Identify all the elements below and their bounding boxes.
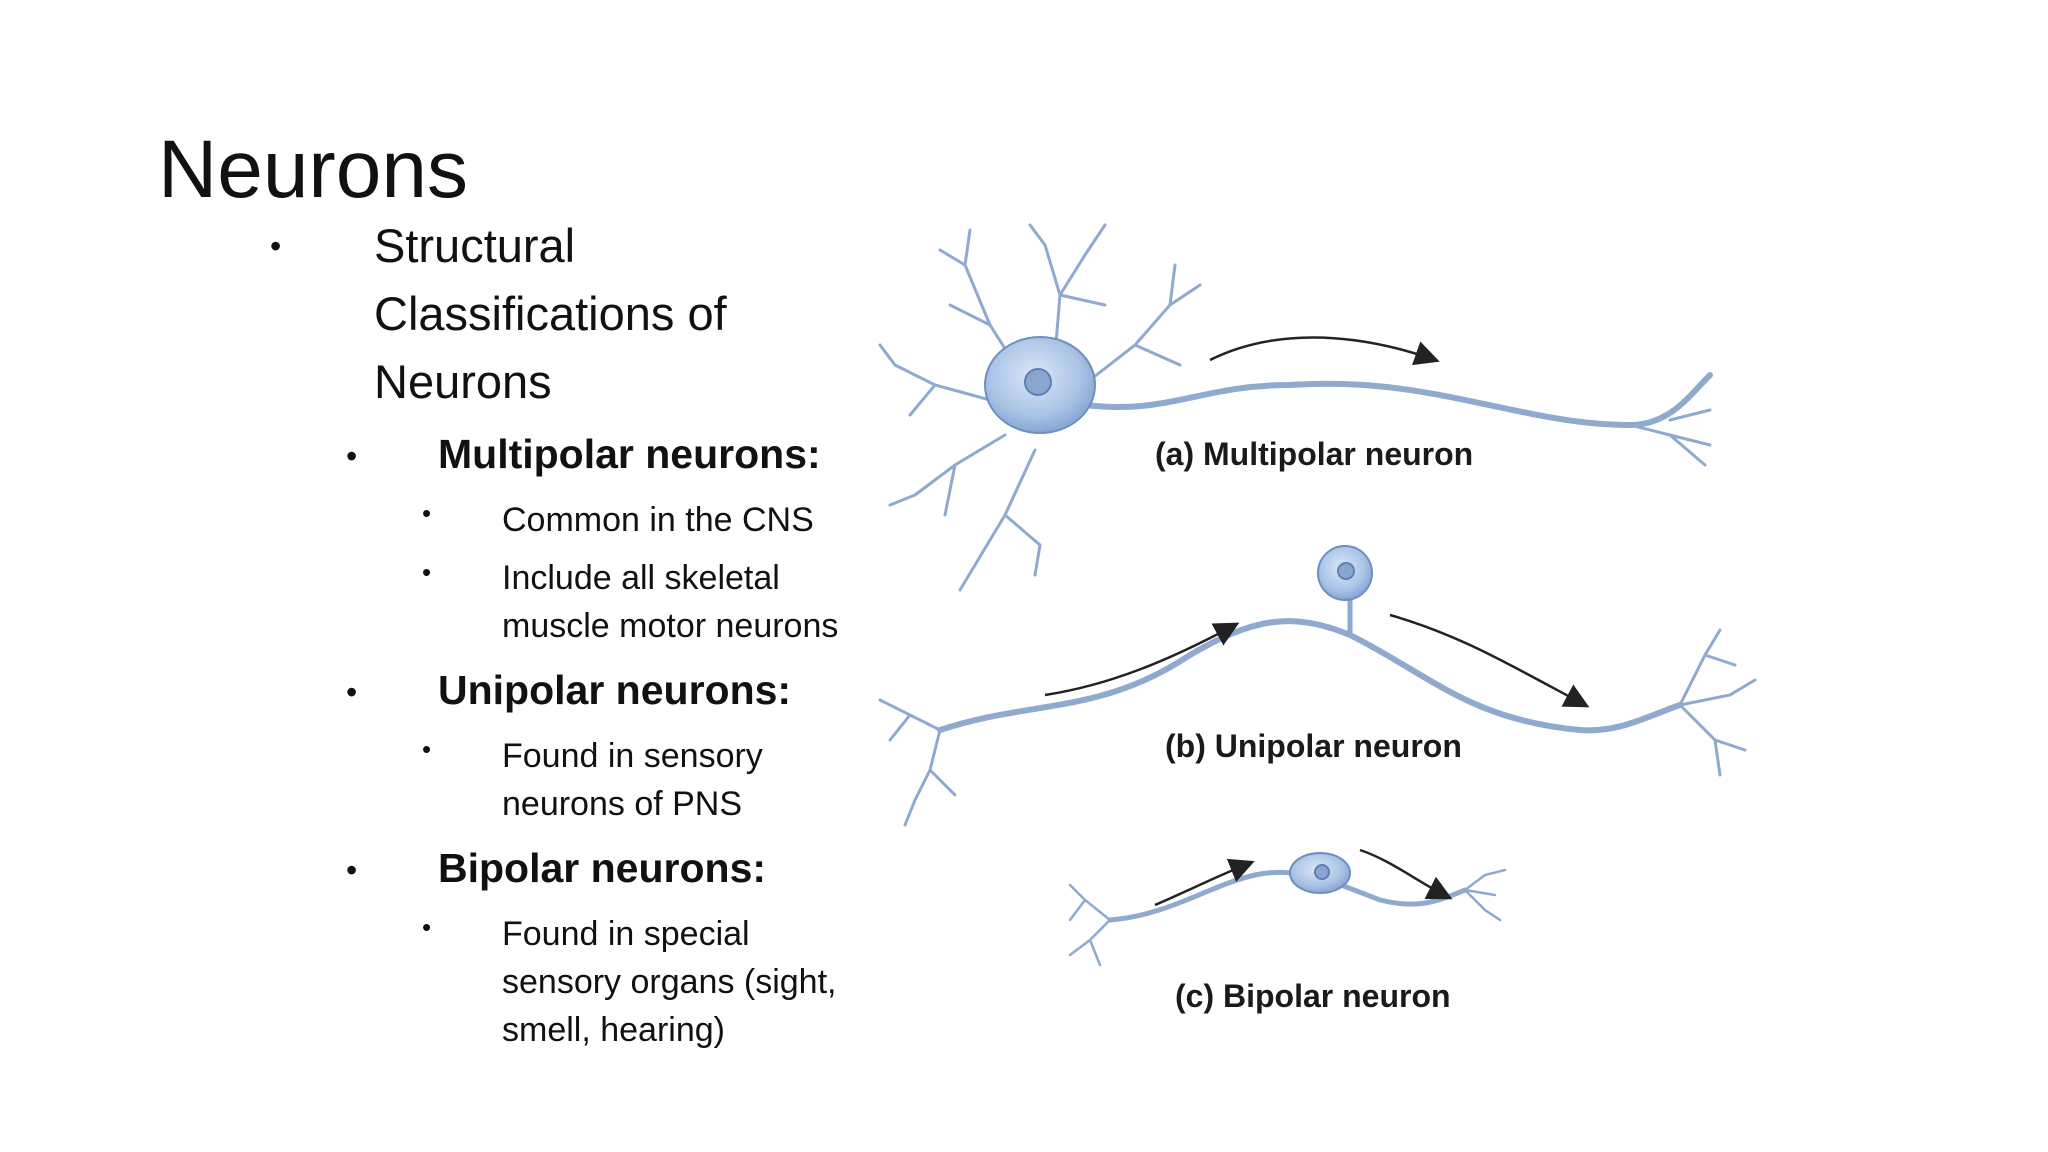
signal-arrow [1209, 336, 1440, 366]
group-label-bipolar: Bipolar neurons: [438, 845, 767, 891]
list-item-line: Include all skeletal [502, 559, 780, 597]
list-item-line: Common in the CNS [502, 501, 814, 539]
signal-arrow [1359, 848, 1453, 900]
group-label-unipolar: Unipolar neurons: [438, 667, 792, 713]
bipolar-neuron-illustration [1068, 852, 1507, 967]
caption-multipolar: (a) Multipolar neuron [1155, 436, 1473, 472]
neuron-types-figure: (a) Multipolar neuron (b) Unipolar neuro… [878, 223, 1757, 1014]
list-item-line: smell, hearing) [502, 1011, 725, 1049]
list-item-line: Found in special [502, 915, 750, 953]
list-item-line: Found in sensory [502, 737, 763, 775]
bullet-dot: • [346, 438, 358, 474]
bullet-dot: • [346, 852, 358, 888]
heading-line-2: Classifications of [374, 287, 727, 340]
signal-arrow [1154, 858, 1255, 907]
list-item-line: sensory organs (sight, [502, 963, 837, 1001]
list-item-line: muscle motor neurons [502, 607, 839, 645]
signal-arrow [1389, 613, 1590, 708]
heading-line-3: Neurons [374, 355, 552, 408]
signal-arrow [1044, 622, 1240, 697]
bullet-dot: • [270, 228, 282, 264]
page-title: Neurons [158, 124, 468, 215]
group-label-multipolar: Multipolar neurons: [438, 431, 821, 477]
list-item-line: neurons of PNS [502, 785, 743, 823]
caption-unipolar: (b) Unipolar neuron [1165, 728, 1462, 764]
bullet-dot: • [422, 734, 432, 764]
multipolar-neuron-illustration [878, 223, 1713, 592]
caption-bipolar: (c) Bipolar neuron [1175, 978, 1451, 1014]
bullet-dot: • [422, 912, 432, 942]
heading-line-1: Structural [374, 219, 576, 272]
bullet-dot: • [422, 557, 432, 587]
unipolar-neuron-illustration [878, 545, 1757, 827]
bullet-dot: • [422, 498, 432, 528]
bullet-dot: • [346, 674, 358, 710]
